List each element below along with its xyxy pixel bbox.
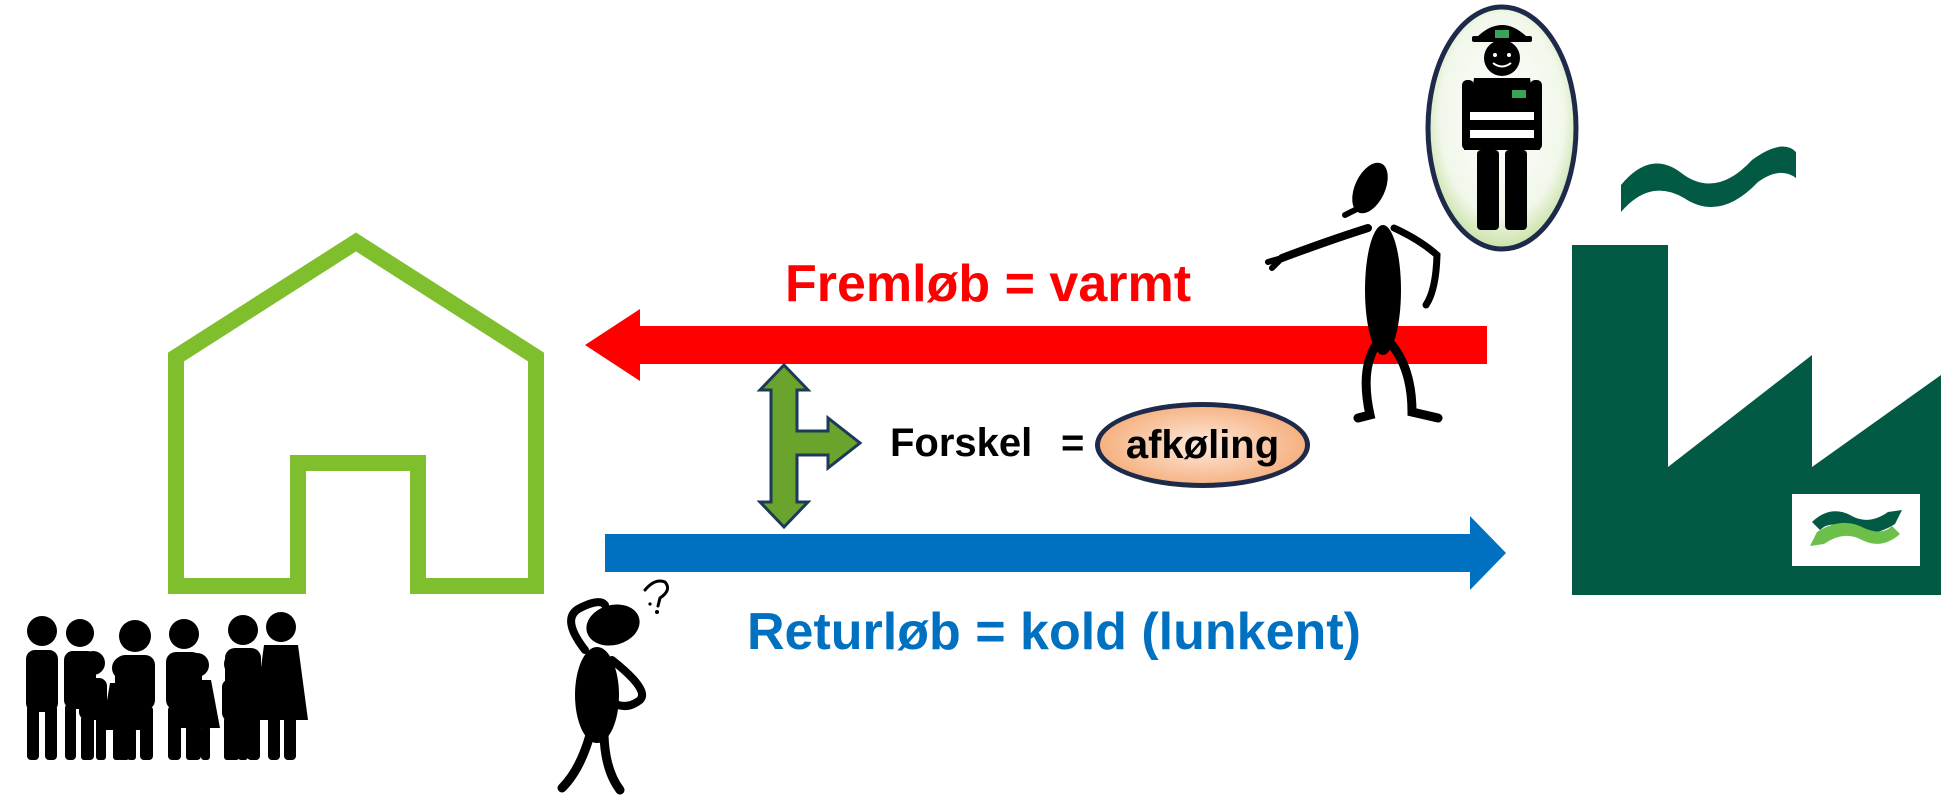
pointing-figure-icon	[1265, 162, 1443, 423]
confused-figure-icon	[557, 579, 670, 795]
double-arrow-branch-icon	[756, 362, 863, 530]
difference-label: Forskel	[890, 421, 1033, 465]
return-arrow	[605, 516, 1506, 590]
return-label: Returløb = kold (lunkent)	[747, 603, 1361, 661]
supply-label: Fremløb = varmt	[785, 255, 1192, 313]
supply-arrow	[585, 309, 1487, 381]
family-group-icon	[26, 612, 308, 760]
worker-in-badge-icon	[1425, 4, 1579, 252]
house-outline-icon	[168, 232, 544, 594]
cooling-label: afkøling	[1095, 402, 1310, 488]
power-plant-icon	[1572, 146, 1941, 595]
equals-sign: =	[1061, 421, 1085, 465]
